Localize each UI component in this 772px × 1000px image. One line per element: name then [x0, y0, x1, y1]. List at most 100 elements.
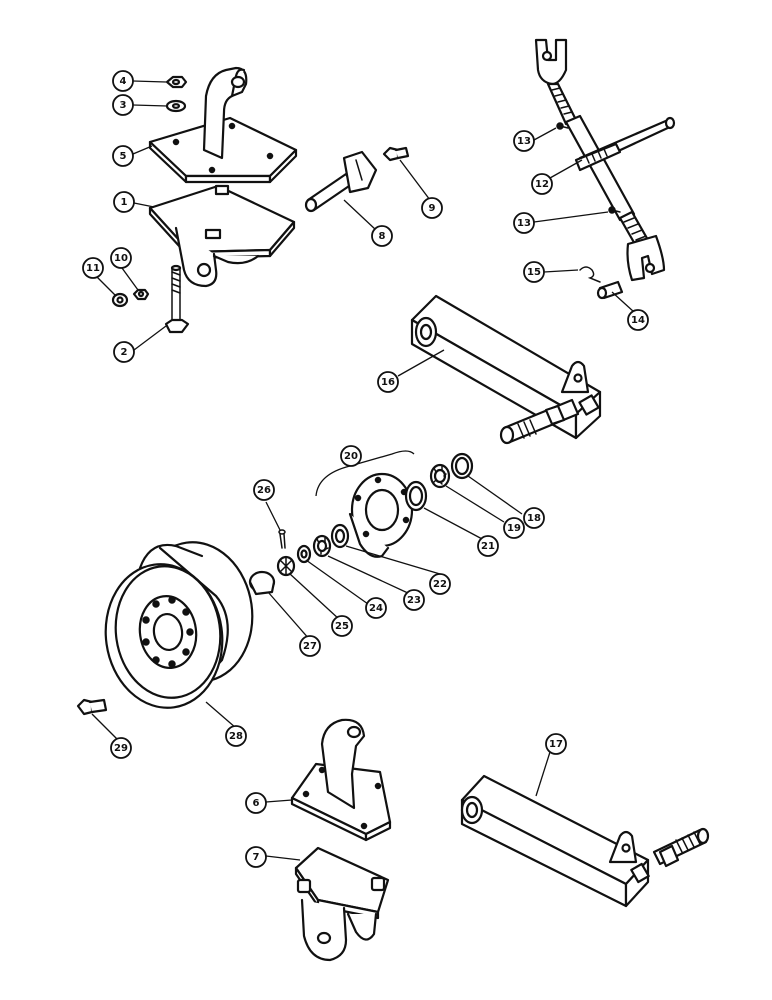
part-15-clip — [579, 266, 601, 283]
part-1-lower-bracket — [148, 184, 296, 288]
part-2-bolt — [164, 264, 190, 334]
part-23-bearing — [312, 534, 332, 558]
callout-number: 24 — [369, 603, 383, 614]
part-10-nut — [132, 288, 150, 301]
callout-23: 23 — [403, 589, 425, 611]
callout-circle — [299, 635, 321, 657]
callout-circle — [513, 212, 535, 234]
part-26-cotter-pin — [278, 529, 286, 549]
callout-number: 10 — [114, 253, 128, 264]
part-13-fitting-lower — [608, 206, 621, 214]
callout-27: 27 — [299, 635, 321, 657]
callout-number: 28 — [229, 731, 243, 742]
callout-9: 9 — [421, 197, 443, 219]
callout-10: 10 — [110, 247, 132, 269]
callout-number: 20 — [344, 451, 358, 462]
callout-19: 19 — [503, 517, 525, 539]
part-5-mount-bracket — [148, 66, 298, 184]
part-4-nut — [165, 75, 188, 89]
callout-5: 5 — [112, 145, 134, 167]
callout-20: 20 — [340, 445, 362, 467]
callout-13: 13 — [513, 130, 535, 152]
callout-number: 9 — [429, 203, 436, 214]
part-6-mount-bracket — [290, 718, 392, 842]
callout-number: 1 — [121, 197, 128, 208]
callout-circle — [627, 309, 649, 331]
callout-6: 6 — [245, 792, 267, 814]
callout-number: 15 — [527, 267, 541, 278]
callout-number: 8 — [379, 231, 386, 242]
callout-labels: 1234567891011121313141516171819202122232… — [82, 70, 649, 868]
part-29-wheel-bolt — [76, 698, 108, 716]
part-7-lower-bracket — [294, 846, 390, 962]
callout-28: 28 — [225, 725, 247, 747]
callout-1: 1 — [113, 191, 135, 213]
callout-number: 25 — [335, 621, 349, 632]
part-17-axle-arm — [460, 774, 710, 908]
part-21-bearing-cup — [404, 480, 428, 512]
callout-circle — [110, 737, 132, 759]
callout-number: 13 — [517, 136, 531, 147]
part-18-seal — [450, 452, 474, 480]
callout-number: 16 — [381, 377, 395, 388]
part-28-wheel-rim — [104, 541, 254, 709]
callout-circle — [245, 846, 267, 868]
part-24-washer — [296, 544, 312, 564]
callout-circle — [82, 257, 104, 279]
part-8-pin — [304, 150, 378, 213]
callout-number: 4 — [120, 76, 127, 87]
callout-circle — [225, 725, 247, 747]
callout-4: 4 — [112, 70, 134, 92]
callout-circle — [112, 145, 134, 167]
callout-18: 18 — [523, 507, 545, 529]
callout-15: 15 — [523, 261, 545, 283]
callout-circle — [531, 173, 553, 195]
callout-number: 13 — [517, 218, 531, 229]
callout-21: 21 — [477, 535, 499, 557]
callout-2: 2 — [113, 341, 135, 363]
callout-25: 25 — [331, 615, 353, 637]
callout-circle — [110, 247, 132, 269]
part-20-hub-assembly — [315, 450, 415, 558]
callout-26: 26 — [253, 479, 275, 501]
callout-number: 3 — [120, 100, 127, 111]
callout-circle — [253, 479, 275, 501]
callout-circle — [113, 341, 135, 363]
callout-number: 26 — [257, 485, 271, 496]
part-16-axle-arm — [410, 294, 602, 445]
callout-number: 22 — [433, 579, 447, 590]
callout-number: 5 — [120, 151, 127, 162]
callout-number: 29 — [114, 743, 128, 754]
part-14-pin — [596, 280, 624, 300]
callout-number: 2 — [121, 347, 128, 358]
callout-8: 8 — [371, 225, 393, 247]
part-13-fitting-upper — [556, 122, 569, 130]
callout-3: 3 — [112, 94, 134, 116]
callout-13: 13 — [513, 212, 535, 234]
callout-circle — [112, 70, 134, 92]
callout-number: 12 — [535, 179, 549, 190]
callout-circle — [523, 507, 545, 529]
callout-circle — [545, 733, 567, 755]
part-12-top-link — [534, 38, 676, 282]
callout-circle — [429, 573, 451, 595]
callout-number: 7 — [253, 852, 260, 863]
callout-number: 23 — [407, 595, 421, 606]
callout-circle — [513, 130, 535, 152]
callout-circle — [331, 615, 353, 637]
leader-lines — [91, 80, 635, 861]
callout-circle — [503, 517, 525, 539]
part-22-bearing-cup — [330, 523, 350, 549]
callout-29: 29 — [110, 737, 132, 759]
callout-17: 17 — [545, 733, 567, 755]
callout-number: 27 — [303, 641, 317, 652]
callout-number: 6 — [253, 798, 260, 809]
callout-circle — [340, 445, 362, 467]
callout-circle — [477, 535, 499, 557]
callout-number: 21 — [481, 541, 495, 552]
callout-12: 12 — [531, 173, 553, 195]
callout-circle — [377, 371, 399, 393]
callout-14: 14 — [627, 309, 649, 331]
callout-number: 14 — [631, 315, 645, 326]
